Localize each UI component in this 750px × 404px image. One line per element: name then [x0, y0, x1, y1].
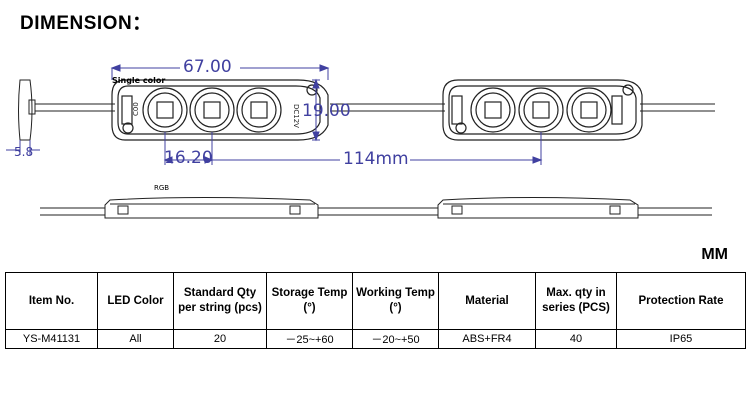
cell-item-no: YS-M41131 — [5, 329, 98, 349]
label-rgb: RGB — [154, 184, 169, 192]
technical-drawing: 5.8 C00 DC12V — [6, 57, 715, 219]
led-marking-right: DC12V — [292, 104, 300, 128]
cell-led-color: All — [97, 329, 174, 349]
header-material: Material — [438, 272, 536, 330]
label-single-color: Single color — [112, 76, 165, 85]
dim-thickness: 5.8 — [14, 145, 33, 159]
table-row: YS-M41131 All 20 －25~+60 －20~+50 ABS+FR4… — [5, 329, 746, 349]
page-heading: DIMENSION： — [20, 13, 152, 34]
wire-top — [40, 103, 715, 112]
header-storage-temp: Storage Temp (°) — [266, 272, 353, 330]
led-module-top-1 — [111, 79, 329, 141]
side-profile — [40, 197, 712, 219]
cell-material: ABS+FR4 — [438, 329, 536, 349]
header-standard-qty: Standard Qty per string (pcs) — [173, 272, 267, 330]
spec-table: Item No. LED Color Standard Qty per stri… — [5, 272, 746, 349]
cell-protection-rate: IP65 — [616, 329, 746, 349]
cell-max-qty: 40 — [535, 329, 617, 349]
header-led-color: LED Color — [97, 272, 174, 330]
header-protection-rate: Protection Rate — [616, 272, 746, 330]
dimension-lines — [110, 64, 543, 165]
dim-length: 67.00 — [183, 57, 232, 77]
header-working-temp: Working Temp (°) — [352, 272, 439, 330]
side-view — [18, 79, 40, 155]
cell-working-temp: －20~+50 — [352, 329, 439, 349]
led-module-top-2 — [442, 79, 643, 141]
header-item-no: Item No. — [5, 272, 98, 330]
unit-label: MM — [701, 246, 728, 263]
led-marking-left: C00 — [132, 102, 140, 116]
cell-standard-qty: 20 — [173, 329, 267, 349]
dim-pitch: 114mm — [343, 149, 409, 169]
dim-hole-offset: 16.20 — [164, 148, 213, 168]
header-max-qty: Max. qty in series (PCS) — [535, 272, 617, 330]
dim-height: 19.00 — [302, 101, 351, 121]
cell-storage-temp: －25~+60 — [266, 329, 353, 349]
table-header-row: Item No. LED Color Standard Qty per stri… — [5, 272, 746, 330]
